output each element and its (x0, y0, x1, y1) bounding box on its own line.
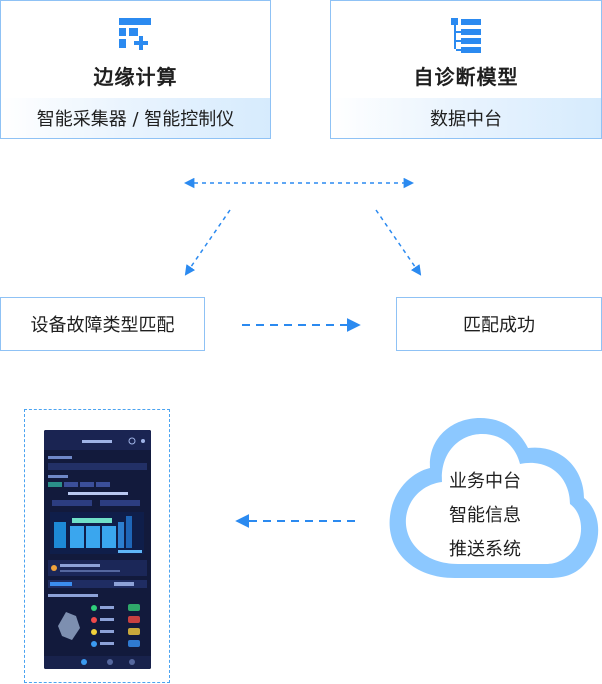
phone-mockup-frame (24, 409, 170, 683)
fault-type-match-box: 设备故障类型匹配 (0, 297, 205, 351)
down-right-arrow (375, 209, 422, 276)
cloud-line-1: 业务中台 (449, 471, 521, 492)
match-success-box: 匹配成功 (396, 297, 602, 351)
self-diagnosis-card: 自诊断模型 数据中台 (330, 0, 602, 139)
cloud-line-2: 智能信息 (449, 505, 521, 526)
fault-type-match-label: 设备故障类型匹配 (30, 315, 175, 336)
edge-computing-subtitle: 智能采集器 / 智能控制仪 (1, 98, 270, 138)
edge-computing-title: 边缘计算 (93, 65, 178, 89)
cloud-label: 业务中台 智能信息 推送系统 (430, 465, 540, 567)
table-plus-icon (117, 16, 155, 58)
cloud-shape (389, 418, 599, 578)
data-platform-subtitle: 数据中台 (331, 98, 601, 138)
phone-app-illustration (44, 430, 151, 669)
edge-computing-card: 边缘计算 智能采集器 / 智能控制仪 (0, 0, 271, 139)
phone-screenshot (44, 430, 151, 669)
list-tree-icon (447, 16, 485, 58)
self-diagnosis-title: 自诊断模型 (413, 65, 519, 89)
down-left-arrow (184, 209, 231, 276)
cloud-line-3: 推送系统 (449, 539, 521, 560)
match-success-label: 匹配成功 (463, 315, 535, 336)
